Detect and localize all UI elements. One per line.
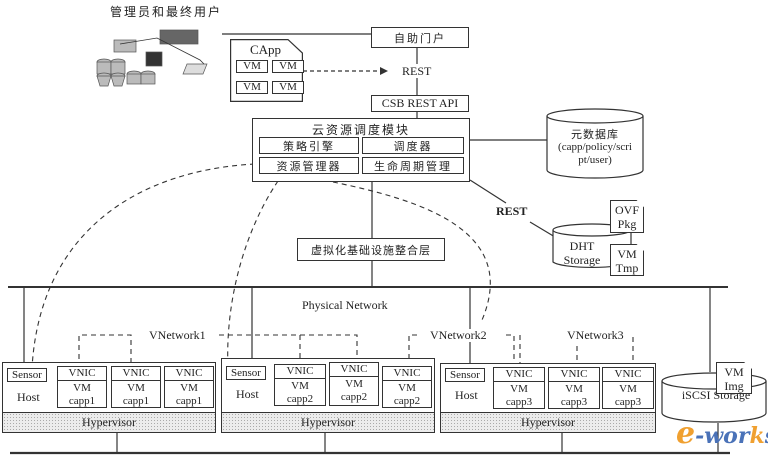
vm-app: capp3 <box>560 396 588 408</box>
eworks-watermark: e-works <box>676 419 768 449</box>
vnic: VNIC <box>112 367 160 381</box>
vm-img-doc: VM Img <box>716 362 752 394</box>
vm-app: capp1 <box>122 395 150 407</box>
virtualization-integration-layer: 虚拟化基础设施整合层 <box>297 238 445 261</box>
scheduler: 调度器 <box>362 137 464 154</box>
capp-vm: VM <box>272 60 304 73</box>
capp-vm: VM <box>272 81 304 94</box>
host-label: Host <box>17 390 40 404</box>
vm-cell: VNIC VM capp3 <box>548 367 600 409</box>
vm-app: capp2 <box>340 391 368 403</box>
vm-app: capp1 <box>175 395 203 407</box>
metadata-db-title: 元数据库 <box>571 128 619 141</box>
vnetwork3-label: VNetwork3 <box>565 328 626 342</box>
metadata-db-cylinder <box>546 108 644 179</box>
vnetwork2-label: VNetwork2 <box>428 328 489 342</box>
vm-tmp-doc: VM Tmp <box>610 244 644 276</box>
sensor: Sensor <box>7 368 47 382</box>
rm-sensor3-curve <box>332 181 491 321</box>
host-label: Host <box>236 387 259 401</box>
vm-label: VM <box>291 380 309 392</box>
vnetwork1-label: VNetwork1 <box>147 328 208 342</box>
vmimg-line2: Img <box>724 379 744 393</box>
vm-label: VM <box>345 378 363 390</box>
vm-cell: VNIC VM capp2 <box>329 362 379 406</box>
dht-label-1: DHT <box>569 239 595 253</box>
vnic: VNIC <box>383 367 431 381</box>
hypervisor: Hypervisor <box>3 412 215 432</box>
hypervisor: Hypervisor <box>441 412 655 432</box>
watermark-e: e <box>676 416 696 451</box>
vm-cell: VNIC VM capp3 <box>493 367 545 409</box>
vm-cell: VNIC VM capp3 <box>602 367 654 409</box>
vm-label: VM <box>73 382 91 394</box>
vnetwork2-bracket <box>408 334 417 368</box>
module-title: 云资源调度模块 <box>311 123 410 137</box>
dht-label-2: Storage <box>563 253 601 267</box>
vm-cell: VNIC VM capp1 <box>57 366 107 408</box>
vnic: VNIC <box>275 365 325 379</box>
metadata-db-line2: (capp/policy/scri <box>558 141 632 153</box>
host-1: Sensor Host VNIC VM capp1 VNIC VM capp1 … <box>2 362 216 433</box>
vnic: VNIC <box>330 363 378 377</box>
vm-app: capp2 <box>393 395 421 407</box>
metadata-db-line3: pt/user) <box>578 154 612 166</box>
vmimg-line1: VM <box>724 365 744 379</box>
vnic: VNIC <box>494 368 544 382</box>
hypervisor: Hypervisor <box>222 412 434 432</box>
vnic: VNIC <box>603 368 653 382</box>
host-label: Host <box>455 388 478 402</box>
vm-cell: VNIC VM capp2 <box>382 366 432 408</box>
vm-label: VM <box>619 383 637 395</box>
csb-rest-api: CSB REST API <box>371 95 469 112</box>
policy-engine: 策略引擎 <box>259 137 359 154</box>
vm-label: VM <box>565 383 583 395</box>
vm-cell: VNIC VM capp2 <box>274 364 326 406</box>
vm-cell: VNIC VM capp1 <box>111 366 161 408</box>
vm-app: capp2 <box>286 393 314 405</box>
capp-title: CApp <box>250 42 282 57</box>
vm-label: VM <box>398 382 416 394</box>
host-2: Sensor Host VNIC VM capp2 VNIC VM capp2 … <box>221 358 435 433</box>
vmtmp-line1: VM <box>617 247 637 261</box>
sensor: Sensor <box>445 368 485 382</box>
vm-label: VM <box>127 382 145 394</box>
lifecycle-management: 生命周期管理 <box>362 157 464 174</box>
capp-block: CApp VM VM VM VM <box>230 39 304 102</box>
vm-app: capp3 <box>505 396 533 408</box>
physical-network-label: Physical Network <box>302 298 388 312</box>
vm-cell: VNIC VM capp1 <box>164 366 214 408</box>
sensor: Sensor <box>226 366 266 380</box>
users-devices-icon <box>96 29 208 87</box>
ovf-line2: Pkg <box>617 217 637 231</box>
rm-sensor2-curve <box>227 180 279 369</box>
watermark-s: s <box>765 423 768 449</box>
scheduler-rest-line <box>469 179 507 204</box>
vm-label: VM <box>510 383 528 395</box>
resource-manager: 资源管理器 <box>259 157 359 174</box>
vnic: VNIC <box>58 367 106 381</box>
vmtmp-line2: Tmp <box>615 261 639 275</box>
rm-sensor1-curve <box>31 163 256 369</box>
cloud-scheduler-module: 云资源调度模块 策略引擎 调度器 资源管理器 生命周期管理 <box>252 118 470 182</box>
vm-label: VM <box>180 382 198 394</box>
capp-vm: VM <box>236 81 268 94</box>
vnic: VNIC <box>549 368 599 382</box>
ovf-pkg-doc: OVF Pkg <box>610 200 644 233</box>
self-service-portal: 自助门户 <box>371 27 469 48</box>
ovf-line1: OVF <box>614 203 639 217</box>
vnetwork1-bracket <box>78 334 132 368</box>
vnic: VNIC <box>165 367 213 381</box>
watermark-k: k <box>749 423 765 449</box>
users-label: 管理员和最终用户 <box>110 5 223 19</box>
vm-app: capp1 <box>68 395 96 407</box>
rest-dht-line <box>529 221 556 238</box>
rest-label-top: REST <box>402 64 432 78</box>
vm-app: capp3 <box>614 396 642 408</box>
rest-label-right: REST <box>496 204 528 218</box>
watermark-mid: -wor <box>695 423 750 449</box>
capp-vm: VM <box>236 60 268 73</box>
host-3: Sensor Host VNIC VM capp3 VNIC VM capp3 … <box>440 363 656 433</box>
